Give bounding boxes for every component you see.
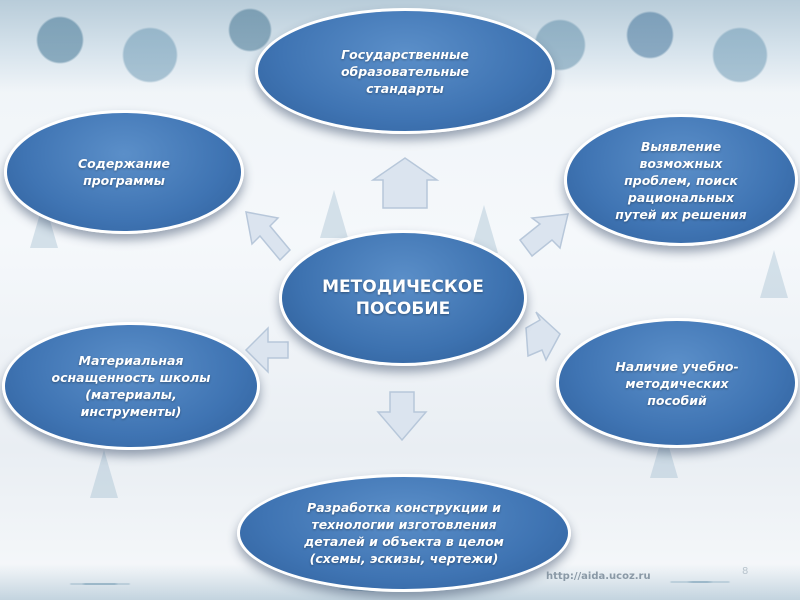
node-standards: Государственные образовательные стандарт… — [255, 8, 555, 134]
arrow-up-icon — [370, 157, 440, 209]
node-problems-label: Выявление возможных проблем, поиск рацио… — [615, 138, 747, 222]
node-content: Содержание программы — [4, 110, 244, 234]
node-problems: Выявление возможных проблем, поиск рацио… — [564, 114, 798, 246]
node-standards-label: Государственные образовательные стандарт… — [340, 46, 470, 96]
arrow-left-icon — [244, 326, 289, 374]
arrow-down-icon — [376, 391, 428, 442]
background-tree — [760, 250, 788, 298]
node-content-label: Содержание программы — [77, 156, 171, 188]
background-tree — [90, 450, 118, 498]
arrow-down-right-icon — [525, 311, 561, 362]
node-manuals-label: Наличие учебно- методических пособий — [615, 358, 739, 408]
arrow-up-left-icon — [245, 211, 292, 262]
node-development-label: Разработка конструкции и технологии изго… — [304, 500, 504, 566]
page-number: 8 — [742, 566, 749, 577]
node-development: Разработка конструкции и технологии изго… — [237, 474, 571, 592]
node-equipment-label: Материальная оснащенность школы (материа… — [51, 353, 211, 419]
node-manuals: Наличие учебно- методических пособий — [556, 318, 798, 448]
source-url: http://aida.ucoz.ru — [546, 571, 651, 582]
arrow-up-right-icon — [518, 213, 569, 258]
center-node-label: МЕТОДИЧЕСКОЕ ПОСОБИЕ — [322, 277, 484, 319]
background-tree — [320, 190, 348, 238]
node-equipment: Материальная оснащенность школы (материа… — [2, 322, 260, 450]
center-node: МЕТОДИЧЕСКОЕ ПОСОБИЕ — [279, 230, 527, 366]
